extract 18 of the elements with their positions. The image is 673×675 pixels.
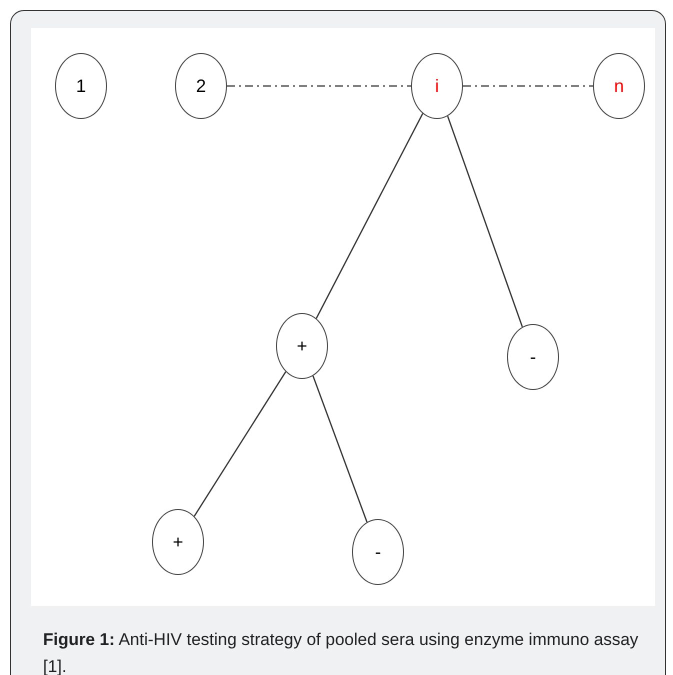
connector-line xyxy=(227,85,411,87)
oval-node xyxy=(352,519,404,585)
connector-line xyxy=(194,371,286,517)
node-label: 1 xyxy=(76,77,86,95)
node-label: - xyxy=(530,348,536,366)
oval-node xyxy=(276,313,328,379)
connector-line xyxy=(463,85,593,87)
connector-line xyxy=(316,113,424,319)
connector-line xyxy=(447,116,523,328)
node-label: n xyxy=(614,77,624,95)
node-label: + xyxy=(296,337,308,355)
node-label: i xyxy=(435,77,439,95)
node-label: 2 xyxy=(196,77,206,95)
node-label: + xyxy=(172,533,184,551)
oval-node xyxy=(411,53,463,119)
oval-node xyxy=(152,509,204,575)
node-label: - xyxy=(375,543,381,561)
connector-line xyxy=(312,376,368,522)
